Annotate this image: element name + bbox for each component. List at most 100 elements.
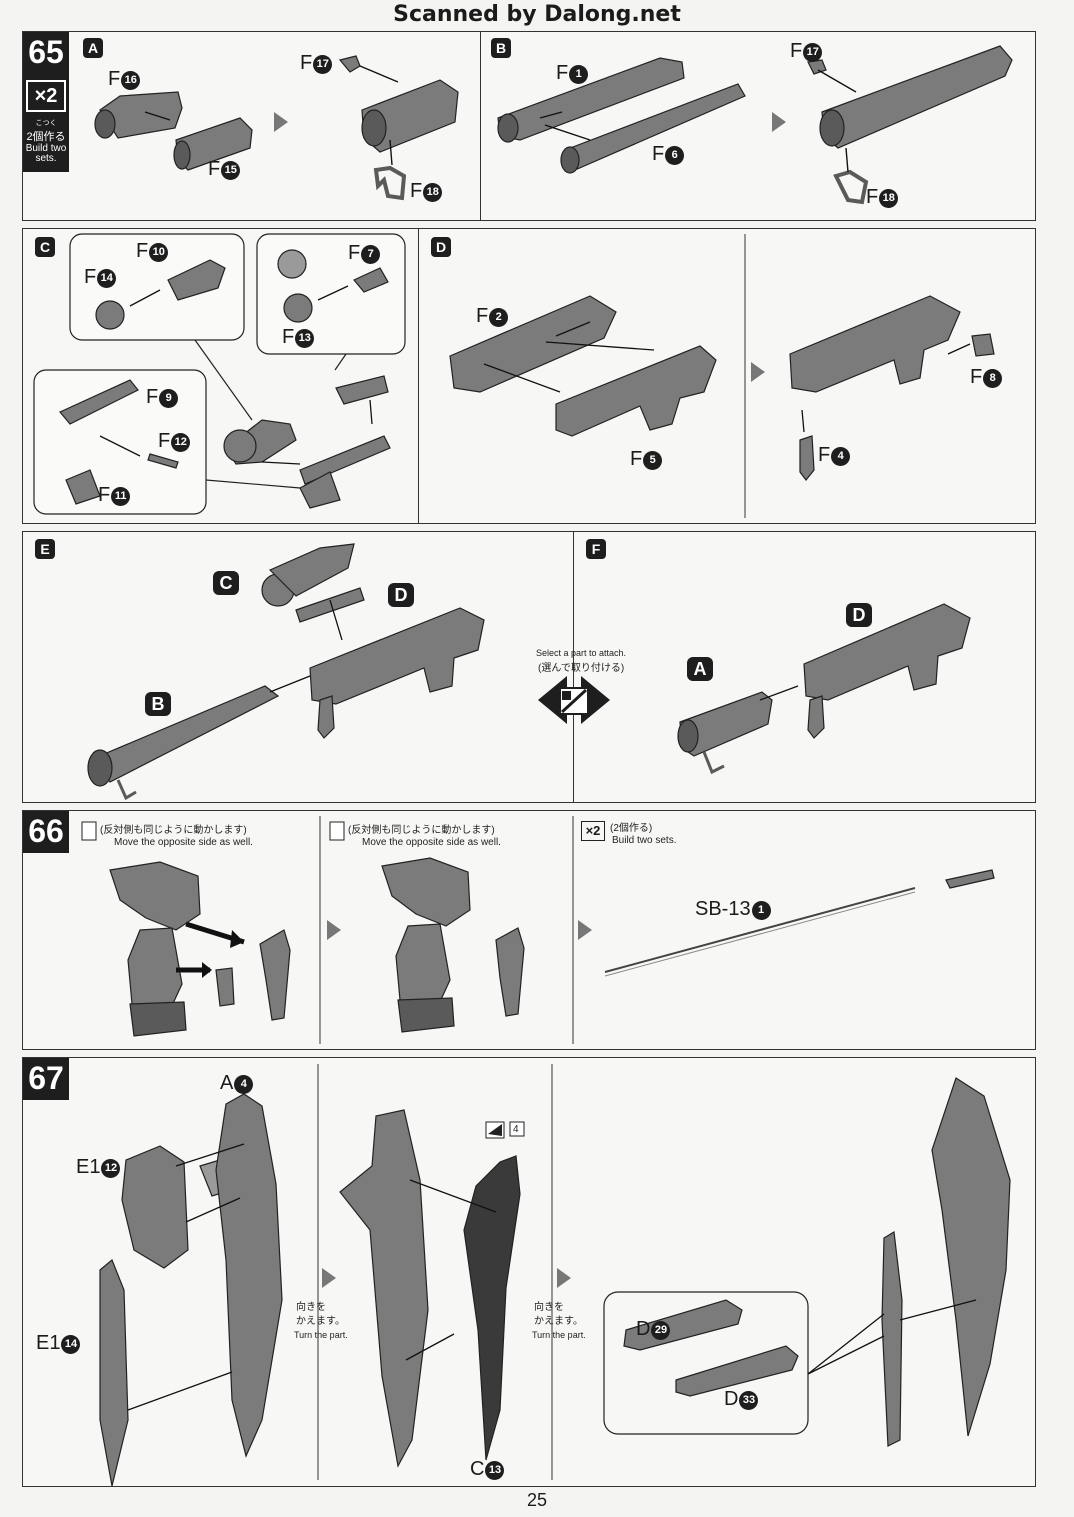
part-num-f15: 15: [221, 161, 241, 180]
step65-panel-d: [418, 228, 1036, 524]
step66-note1-jp: (反対側も同じように動かします): [100, 825, 247, 836]
part-num-d29: 29: [651, 1321, 671, 1340]
select-part-note-en: Select a part to attach.: [536, 648, 627, 658]
part-num-f18-a: 18: [423, 183, 443, 202]
part-num-f4: 4: [831, 447, 851, 466]
step66-note1-en: Move the opposite side as well.: [114, 837, 253, 848]
part-num-e1-12: 12: [101, 1159, 121, 1178]
step66-sets-en: Build two sets.: [612, 835, 677, 846]
part-code-a4: A: [220, 1072, 234, 1094]
part-num-e1-14: 14: [61, 1335, 81, 1354]
step66-note2-jp: (反対側も同じように動かします): [348, 825, 495, 836]
subassembly-c-badge: C: [35, 237, 55, 257]
turn-part-en-b: Turn the part.: [532, 1330, 586, 1340]
part-code-d29: D: [636, 1318, 651, 1340]
sub-d-label-e: D: [388, 583, 414, 607]
step65-panel-f: [573, 531, 1036, 803]
page-number: 25: [526, 1490, 548, 1510]
sub-c-label-e: C: [213, 571, 239, 595]
sub-d-label-f: D: [846, 603, 872, 627]
part-num-f9: 9: [159, 389, 179, 408]
subassembly-f-badge: F: [586, 539, 606, 559]
step-number-66: 66: [23, 811, 69, 853]
part-num-f11: 11: [111, 487, 131, 506]
subassembly-b-badge: B: [491, 38, 511, 58]
part-num-f8: 8: [983, 369, 1003, 388]
part-num-d33: 33: [739, 1391, 759, 1410]
part-code-e1-14: E1: [36, 1332, 61, 1354]
sub-b-label-e: B: [145, 692, 171, 716]
part-code-d33: D: [724, 1388, 739, 1410]
sets-en: Build two sets.: [25, 143, 67, 164]
part-num-f17-a: 17: [313, 55, 333, 74]
step67-panel: [22, 1057, 1036, 1487]
select-part-note-jp: (選んで取り付ける): [538, 663, 625, 674]
turn-part-jp2-a: かえます。: [296, 1316, 345, 1327]
part-num-f6: 6: [665, 146, 685, 165]
subassembly-e-badge: E: [35, 539, 55, 559]
scan-watermark: Scanned by Dalong.net: [393, 2, 681, 27]
sets-ruby: こつく: [35, 120, 57, 127]
turn-part-en-a: Turn the part.: [294, 1330, 348, 1340]
part-num-f2: 2: [489, 308, 509, 327]
step-number-67: 67: [23, 1058, 69, 1100]
part-code-sb13: SB-13: [695, 898, 751, 920]
part-num-a4: 4: [234, 1075, 254, 1094]
step-number-65: 65: [23, 32, 69, 74]
subassembly-a-badge: A: [83, 38, 103, 58]
part-num-f5: 5: [643, 451, 663, 470]
part-num-f14-c: 14: [97, 269, 117, 288]
part-num-sb13: 1: [751, 901, 771, 920]
part-num-c13: 13: [485, 1461, 505, 1480]
part-num-f1: 1: [569, 65, 589, 84]
step66-multiplier: ×2: [581, 821, 605, 841]
multiplier-x2: ×2: [26, 80, 66, 112]
sub-a-label-f: A: [687, 657, 713, 681]
turn-part-jp2-b: かえます。: [534, 1316, 583, 1327]
build-two-sets-box: ×2 こつく 2個作る Build two sets.: [23, 74, 69, 172]
step66-sets-jp: (2個作る): [610, 823, 653, 834]
part-code-c13: C: [470, 1458, 485, 1480]
step66-panel: [22, 810, 1036, 1050]
subassembly-d-badge: D: [431, 237, 451, 257]
step65-panel-b: [480, 31, 1036, 221]
sticker-number: 4: [513, 1124, 519, 1135]
part-code-e1-12: E1: [76, 1156, 101, 1178]
part-num-f17-b: 17: [803, 43, 823, 62]
turn-part-jp1-b: 向きを: [534, 1302, 564, 1313]
step66-note2-en: Move the opposite side as well.: [362, 837, 501, 848]
part-num-f10: 10: [149, 243, 169, 262]
sets-jp: 2個作る: [26, 131, 66, 143]
part-num-f18-b: 18: [879, 189, 899, 208]
part-num-f13: 13: [295, 329, 315, 348]
part-num-f7: 7: [361, 245, 381, 264]
part-num-f12: 12: [171, 433, 191, 452]
